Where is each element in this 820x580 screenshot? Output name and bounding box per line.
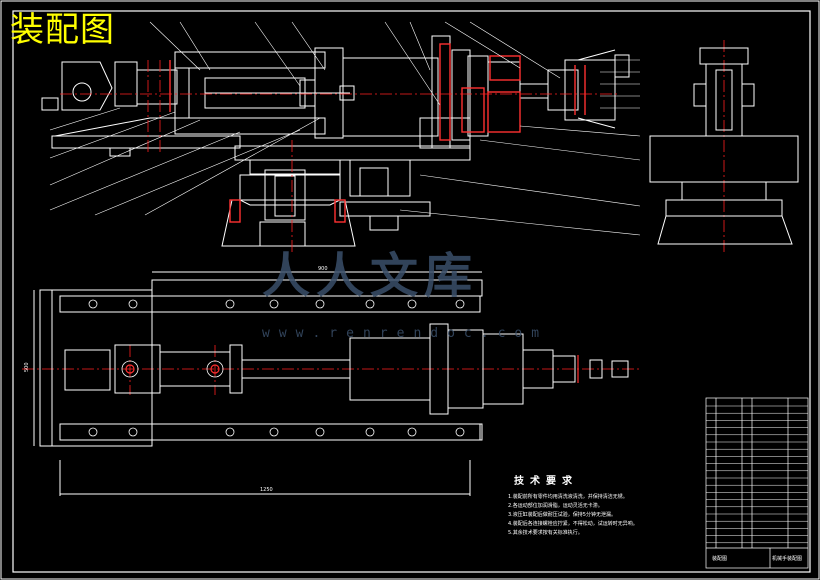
tech-req-line: 3.液压缸装配后做耐压试验，保持5分钟无泄漏。 <box>508 512 616 518</box>
side-view <box>649 47 799 245</box>
watermark-text: 人人文库 <box>262 248 479 304</box>
tech-req-line: 2.各运动部位加润滑脂，运动灵活无卡滞。 <box>508 503 603 509</box>
tech-req-line: 5.其余技术要求按有关标准执行。 <box>508 530 583 536</box>
dim-top-length: 900 <box>318 266 328 272</box>
dim-side-height: 500 <box>24 362 30 372</box>
title-block-drawing-name: 机械手装配图 <box>772 555 802 562</box>
tech-req-line: 1.装配前所有零件均用清洗液清洗，并保持清洁无锈。 <box>508 494 628 500</box>
title-block-sheet-label: 装配图 <box>712 555 727 562</box>
red-detail-lines <box>169 43 586 223</box>
plan-view <box>33 271 629 496</box>
parts-list-rows <box>706 405 808 544</box>
dim-bottom-length: 1250 <box>260 487 273 493</box>
front-section-view <box>41 35 630 247</box>
plan-red-details <box>125 355 579 383</box>
drawing-title: 装配图 <box>10 10 115 50</box>
watermark-url: www.renrendoc.com <box>262 326 549 341</box>
center-lines <box>22 40 725 395</box>
leader-lines <box>49 21 641 236</box>
tech-req-line: 4.装配后各连接螺栓应拧紧，不得松动，试运转时无异响。 <box>508 521 638 527</box>
parts-list-table <box>705 397 809 569</box>
technical-requirements: 技术要求 1.装配前所有零件均用清洗液清洗，并保持清洁无锈。 2.各运动部位加润… <box>508 472 698 538</box>
tech-req-heading: 技术要求 <box>514 476 578 487</box>
plan-bolts <box>88 299 465 437</box>
drawing-frame <box>12 10 811 573</box>
